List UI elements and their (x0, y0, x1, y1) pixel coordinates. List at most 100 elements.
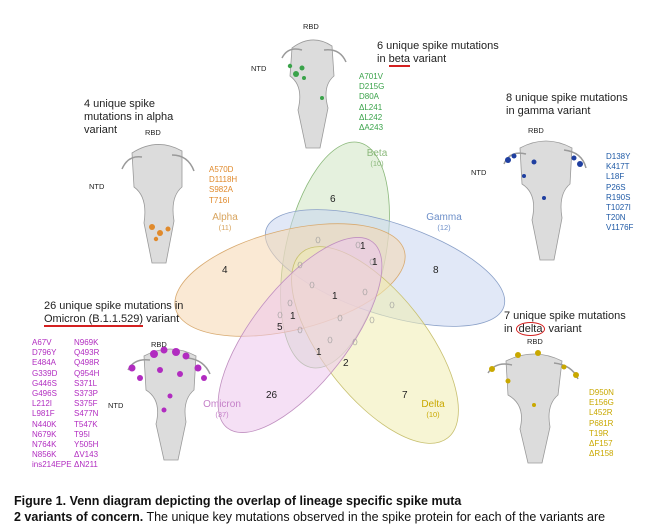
alpha-title: 4 unique spike mutations in alpha varian… (84, 98, 174, 136)
region-beta-gamma: 1 (360, 241, 366, 252)
gamma-rbd-label: RBD (528, 126, 544, 135)
beta-title: 6 unique spike mutations in beta variant (377, 40, 499, 67)
beta-spike-structure (281, 39, 347, 149)
list-item: Q498R (74, 358, 100, 368)
ellipse-omicron (217, 237, 383, 433)
delta-spike-structure (487, 350, 579, 464)
list-item: A67V (32, 338, 52, 347)
gamma-ntd-label: NTD (471, 168, 487, 177)
venn-zero-markers (277, 236, 395, 346)
region-gamma-only: 8 (433, 265, 439, 276)
list-item: ΔL242 (359, 112, 383, 122)
venn-ellipses (174, 141, 506, 444)
region-omicron-only: 26 (266, 390, 278, 401)
list-item: T20N (606, 213, 626, 223)
omicron-rbd-label: RBD (151, 340, 167, 349)
list-item: D215G (359, 82, 385, 92)
list-item: S371L (74, 378, 98, 388)
gamma-spike-structure (503, 140, 587, 261)
list-item: D138Y (606, 152, 631, 161)
list-item: L18F (606, 172, 625, 182)
list-item: N969K (74, 338, 99, 347)
omicron-mutation-list-1: A67V D796Y E484A G339D G446S G496S L212I… (32, 338, 72, 471)
list-item: ΔA243 (359, 123, 384, 133)
region-alpha-only: 4 (222, 265, 228, 276)
list-item: N856K (32, 450, 57, 460)
set-label-gamma: Gamma(12) (426, 212, 462, 233)
set-label-alpha: Alpha(11) (212, 212, 238, 233)
omicron-spike-structure (127, 346, 211, 461)
list-item: ΔV143 (74, 450, 99, 460)
set-label-delta: Delta(10) (421, 399, 445, 420)
delta-mutation-list: D950N E156G L452R P681R T19R ΔF157 ΔR158 (589, 388, 614, 459)
beta-ntd-label: NTD (251, 64, 267, 73)
region-delta-only: 7 (402, 390, 408, 401)
list-item: A701V (359, 72, 384, 81)
alpha-ntd-label: NTD (89, 182, 105, 191)
caption-text: The unique key mutations observed in the… (143, 510, 606, 524)
beta-rbd-label: RBD (303, 22, 319, 31)
list-item: S373P (74, 389, 99, 399)
list-item: L452R (589, 408, 613, 418)
list-item: G446S (32, 378, 57, 388)
gamma-title: 8 unique spike mutations in gamma varian… (506, 92, 628, 117)
list-item: S375F (74, 399, 98, 409)
region-delta-omicron-2: 2 (343, 358, 349, 369)
region-core: 1 (332, 291, 338, 302)
list-item: ΔF157 (589, 439, 613, 449)
list-item: K417T (606, 162, 630, 172)
alpha-rbd-label: RBD (145, 128, 161, 137)
region-beta-only: 6 (330, 194, 336, 205)
list-item: ΔR158 (589, 449, 614, 459)
list-item: E484A (32, 358, 57, 368)
caption-bold-line1: Figure 1. Venn diagram depicting the ove… (14, 494, 462, 508)
list-item: D80A (359, 92, 380, 102)
list-item: N764K (32, 440, 57, 450)
list-item: ΔN211 (74, 460, 98, 470)
alpha-spike-structure (121, 144, 195, 264)
delta-title: 7 unique spike mutations in delta varian… (504, 310, 626, 336)
omicron-ntd-label: NTD (108, 401, 124, 410)
caption-bold-line2: 2 variants of concern. (14, 510, 144, 524)
list-item: D1118H (209, 175, 238, 185)
omicron-mutation-list-2: N969K Q493R Q498R Q954H S371L S373P S375… (74, 338, 99, 471)
list-item: D950N (589, 388, 614, 397)
list-item: P26S (606, 182, 626, 192)
list-item: T1027I (606, 203, 631, 213)
list-item: Q954H (74, 368, 100, 378)
list-item: S982A (209, 185, 234, 195)
region-alpha-omicron: 5 (277, 322, 283, 333)
list-item: D796Y (32, 348, 57, 358)
list-item: G496S (32, 389, 57, 399)
list-item: T95I (74, 429, 91, 439)
figure-caption: Figure 1. Venn diagram depicting the ove… (14, 493, 654, 525)
region-gamma-alpha: 1 (372, 257, 378, 268)
list-item: N679K (32, 429, 57, 439)
omicron-title: 26 unique spike mutations in Omicron (B.… (44, 300, 184, 327)
list-item: S477N (74, 409, 99, 419)
list-item: R190S (606, 192, 631, 202)
list-item: L212I (32, 399, 53, 409)
gamma-mutation-list: D138Y K417T L18F P26S R190S T1027I T20N … (606, 152, 633, 234)
list-item: ins214EPE (32, 460, 72, 470)
delta-rbd-label: RBD (527, 337, 543, 346)
list-item: N440K (32, 419, 57, 429)
list-item: T547K (74, 419, 98, 429)
region-alpha-delta: 1 (290, 311, 296, 322)
list-item: P681R (589, 418, 614, 428)
list-item: E156G (589, 398, 614, 408)
list-item: ΔL241 (359, 102, 383, 112)
list-item: Y505H (74, 440, 99, 450)
alpha-mutation-list: A570D D1118H S982A T716I (209, 165, 237, 206)
list-item: G339D (32, 368, 58, 378)
region-omicron-delta: 1 (316, 347, 322, 358)
set-label-omicron: Omicron(37) (203, 399, 241, 420)
beta-mutation-list: A701V D215G D80A ΔL241 ΔL242 ΔA243 (359, 72, 384, 133)
list-item: L981F (32, 409, 55, 419)
list-item: A570D (209, 165, 234, 174)
list-item: T19R (589, 428, 609, 438)
set-label-beta: Beta(10) (366, 148, 388, 169)
list-item: T716I (209, 195, 230, 205)
list-item: V1176F (606, 223, 634, 233)
